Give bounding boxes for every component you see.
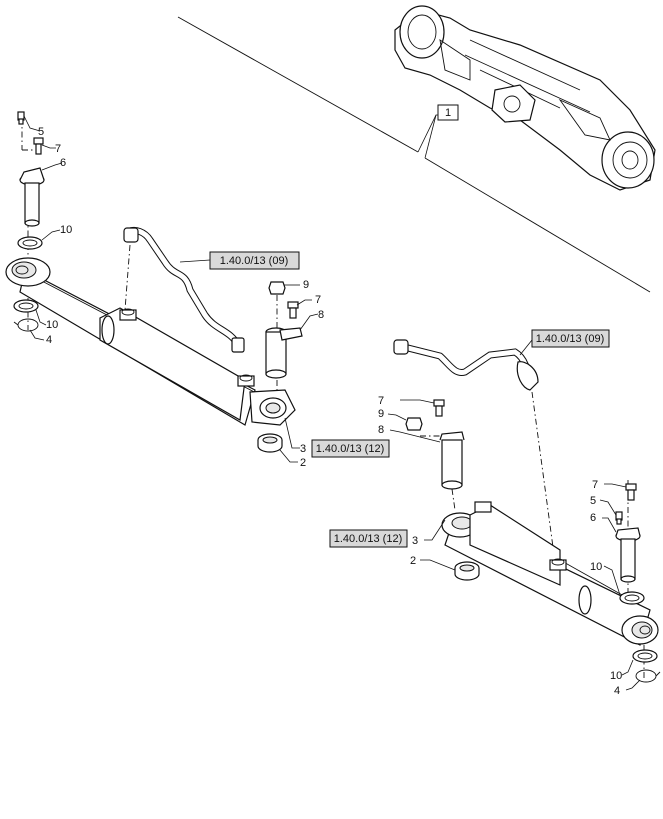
washer-10-lower[interactable] — [13, 299, 39, 313]
label-r3: 3 — [412, 535, 418, 547]
label-3: 3 — [300, 443, 306, 455]
label-r6: 6 — [590, 512, 596, 524]
label-5: 5 — [38, 126, 44, 138]
divider-line — [177, 16, 419, 153]
label-r10a: 10 — [590, 561, 602, 573]
pin-6[interactable] — [19, 167, 45, 227]
callout-axle: 1 — [445, 107, 451, 119]
label-6: 6 — [60, 157, 66, 169]
label-r7b: 7 — [592, 479, 598, 491]
axle-leader — [417, 114, 448, 153]
label-r8: 8 — [378, 424, 384, 436]
hydraulic-hose-left[interactable] — [123, 226, 245, 353]
hydraulic-hose-right[interactable] — [393, 339, 539, 391]
label-10a: 10 — [60, 224, 72, 236]
callout-box-axle — [437, 104, 459, 121]
bolt-7-right[interactable] — [433, 399, 445, 417]
label-r5: 5 — [590, 495, 596, 507]
pin-8-left[interactable] — [265, 327, 303, 379]
label-r7: 7 — [378, 395, 384, 407]
label-7b: 7 — [315, 294, 321, 306]
ref-right-hose: 1.40.0/13 (09) — [536, 333, 605, 345]
bolt-7[interactable] — [33, 137, 44, 155]
label-10b: 10 — [46, 319, 58, 331]
pin-6-right[interactable] — [615, 527, 641, 583]
divider-line — [424, 157, 651, 293]
grease-nipple-5-right[interactable] — [615, 511, 623, 525]
ref-box-left-hose[interactable] — [209, 251, 300, 270]
bolt-7-left[interactable] — [287, 301, 299, 319]
washer-10-upper[interactable] — [17, 236, 43, 250]
label-r4: 4 — [614, 685, 620, 697]
grease-nipple-5[interactable] — [17, 111, 25, 125]
bushing-2-right[interactable] — [454, 561, 480, 581]
label-r10b: 10 — [610, 670, 622, 682]
nut-9-right[interactable] — [405, 417, 423, 431]
nut-9-left[interactable] — [268, 281, 286, 295]
label-4: 4 — [46, 334, 52, 346]
steering-cylinder-left[interactable] — [5, 257, 296, 426]
label-9: 9 — [303, 279, 309, 291]
ref-box-right-hose[interactable] — [531, 329, 610, 348]
label-8: 8 — [318, 309, 324, 321]
label-r9: 9 — [378, 408, 384, 420]
ref-left-cyl: 1.40.0/13 (12) — [316, 443, 385, 455]
label-2: 2 — [300, 457, 306, 469]
ref-left-hose: 1.40.0/13 (09) — [220, 255, 289, 267]
washer-10-right-upper[interactable] — [619, 591, 645, 605]
ref-box-left-cyl[interactable] — [311, 439, 390, 458]
circlip-4[interactable] — [13, 318, 39, 332]
ref-box-right-cyl[interactable] — [329, 529, 408, 548]
axle-assembly[interactable] — [394, 5, 656, 191]
label-7: 7 — [55, 143, 61, 155]
label-r2: 2 — [410, 555, 416, 567]
pin-8-right[interactable] — [439, 431, 465, 490]
ref-right-cyl: 1.40.0/13 (12) — [334, 533, 403, 545]
washer-10-right-lower[interactable] — [632, 649, 658, 663]
bolt-7-right-end[interactable] — [625, 483, 637, 501]
circlip-4-right[interactable] — [635, 669, 661, 683]
steering-cylinder-right[interactable] — [441, 501, 659, 646]
bushing-2-left[interactable] — [257, 433, 283, 453]
